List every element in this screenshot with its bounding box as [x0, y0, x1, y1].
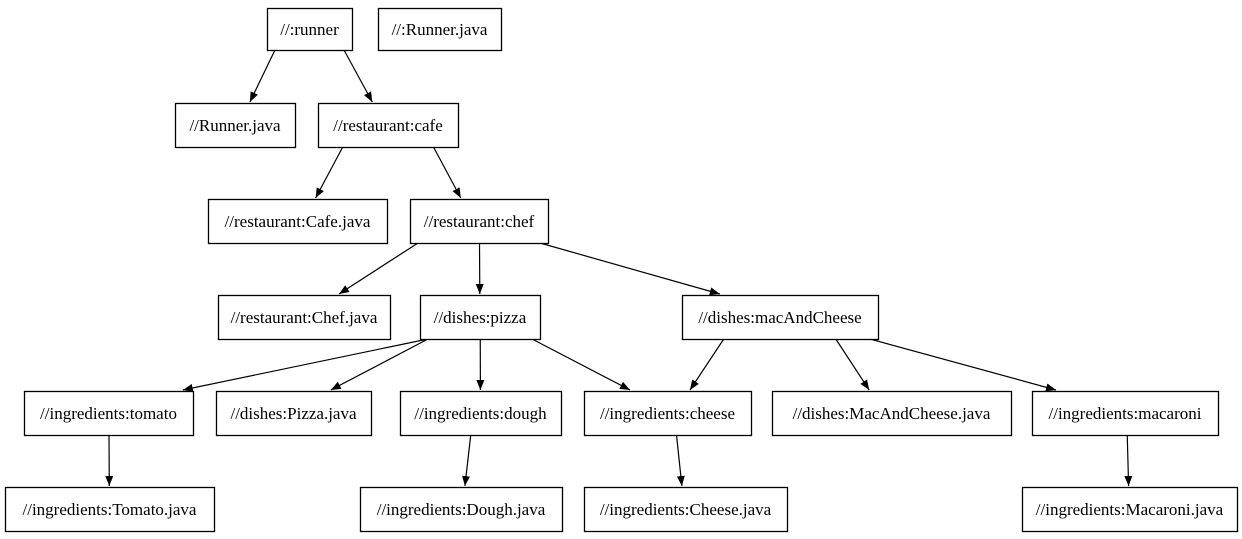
node-box-target-chef	[409, 198, 550, 245]
graph-node-target-dough: //ingredients:dough	[399, 390, 563, 437]
node-box-file-chef-java	[217, 294, 392, 341]
node-label-target-chef: //restaurant:chef	[424, 212, 535, 231]
edge-target-runner-to-file-runner-java	[249, 49, 276, 103]
graph-node-target-chef: //restaurant:chef	[409, 198, 550, 245]
graph-node-target-cheese: //ingredients:cheese	[583, 390, 753, 437]
edge-target-mac-and-cheese-to-target-macaroni	[869, 338, 1057, 392]
graph-node-file-runner-java: //Runner.java	[174, 102, 297, 149]
edge-target-chef-to-file-chef-java	[338, 242, 419, 295]
node-box-target-pizza	[419, 294, 542, 341]
node-label-target-tomato: //ingredients:tomato	[40, 404, 177, 423]
node-label-target-mac-and-cheese: //dishes:macAndCheese	[698, 308, 861, 327]
node-label-file-cheese-java: //ingredients:Cheese.java	[600, 500, 772, 519]
edge-target-macaroni-to-file-macaroni-java	[1124, 434, 1133, 487]
node-label-file-dough-java: //ingredients:Dough.java	[377, 500, 546, 519]
node-box-file-mac-and-cheese-java	[771, 390, 1013, 437]
graph-node-file-dough-java: //ingredients:Dough.java	[359, 486, 564, 533]
graph-node-target-mac-and-cheese: //dishes:macAndCheese	[681, 294, 880, 341]
edge-target-cafe-to-target-chef	[432, 146, 462, 199]
node-box-file-root-runner-java	[377, 7, 503, 52]
node-label-target-macaroni: //ingredients:macaroni	[1049, 404, 1202, 423]
graph-node-target-cafe: //restaurant:cafe	[317, 102, 460, 149]
edge-target-pizza-to-target-cheese	[531, 338, 631, 391]
graph-node-file-cafe-java: //restaurant:Cafe.java	[207, 198, 389, 245]
edge-target-mac-and-cheese-to-target-cheese	[689, 338, 725, 391]
graph-node-target-macaroni: //ingredients:macaroni	[1031, 390, 1220, 437]
graph-node-file-mac-and-cheese-java: //dishes:MacAndCheese.java	[771, 390, 1013, 437]
node-box-target-dough	[399, 390, 563, 437]
node-label-target-dough: //ingredients:dough	[414, 404, 547, 423]
node-label-file-mac-and-cheese-java: //dishes:MacAndCheese.java	[793, 404, 991, 423]
node-box-target-macaroni	[1031, 390, 1220, 437]
edge-target-cafe-to-file-cafe-java	[315, 146, 344, 199]
node-box-file-cheese-java	[583, 486, 789, 533]
edge-target-cheese-to-file-cheese-java	[675, 434, 685, 487]
node-label-file-cafe-java: //restaurant:Cafe.java	[225, 212, 371, 231]
node-box-target-cheese	[583, 390, 753, 437]
node-box-file-runner-java	[174, 102, 297, 149]
node-label-target-cheese: //ingredients:cheese	[600, 404, 735, 423]
edge-target-pizza-to-file-pizza-java	[330, 338, 429, 391]
node-label-file-macaroni-java: //ingredients:Macaroni.java	[1036, 500, 1224, 519]
node-box-file-dough-java	[359, 486, 564, 533]
node-box-file-pizza-java	[215, 390, 373, 437]
node-box-target-tomato	[23, 390, 195, 437]
node-label-file-pizza-java: //dishes:Pizza.java	[230, 404, 357, 423]
node-box-file-tomato-java	[4, 486, 216, 533]
edge-target-dough-to-file-dough-java	[462, 434, 472, 487]
node-box-file-cafe-java	[207, 198, 389, 245]
edge-target-chef-to-target-mac-and-cheese	[539, 242, 720, 296]
graph-node-target-pizza: //dishes:pizza	[419, 294, 542, 341]
node-label-file-root-runner-java: //:Runner.java	[392, 20, 488, 39]
edge-target-pizza-to-target-tomato	[182, 338, 429, 392]
graph-node-file-macaroni-java: //ingredients:Macaroni.java	[1021, 486, 1239, 533]
graph-node-file-cheese-java: //ingredients:Cheese.java	[583, 486, 789, 533]
node-label-target-cafe: //restaurant:cafe	[333, 116, 443, 135]
node-label-file-chef-java: //restaurant:Chef.java	[231, 308, 378, 327]
graph-node-file-pizza-java: //dishes:Pizza.java	[215, 390, 373, 437]
edge-target-mac-and-cheese-to-file-mac-and-cheese-java	[835, 338, 870, 391]
edge-target-runner-to-target-cafe	[343, 49, 373, 103]
graph-node-target-runner: //:runner	[266, 7, 354, 52]
graph-node-file-tomato-java: //ingredients:Tomato.java	[4, 486, 216, 533]
node-label-target-runner: //:runner	[280, 20, 339, 39]
node-box-target-cafe	[317, 102, 460, 149]
graph-node-file-root-runner-java: //:Runner.java	[377, 7, 503, 52]
graph-node-target-tomato: //ingredients:tomato	[23, 390, 195, 437]
node-label-file-tomato-java: //ingredients:Tomato.java	[23, 500, 197, 519]
node-box-target-runner	[266, 7, 354, 52]
graph-node-file-chef-java: //restaurant:Chef.java	[217, 294, 392, 341]
node-label-target-pizza: //dishes:pizza	[434, 308, 527, 327]
node-box-target-mac-and-cheese	[681, 294, 880, 341]
node-label-file-runner-java: //Runner.java	[189, 116, 281, 135]
node-box-file-macaroni-java	[1021, 486, 1239, 533]
